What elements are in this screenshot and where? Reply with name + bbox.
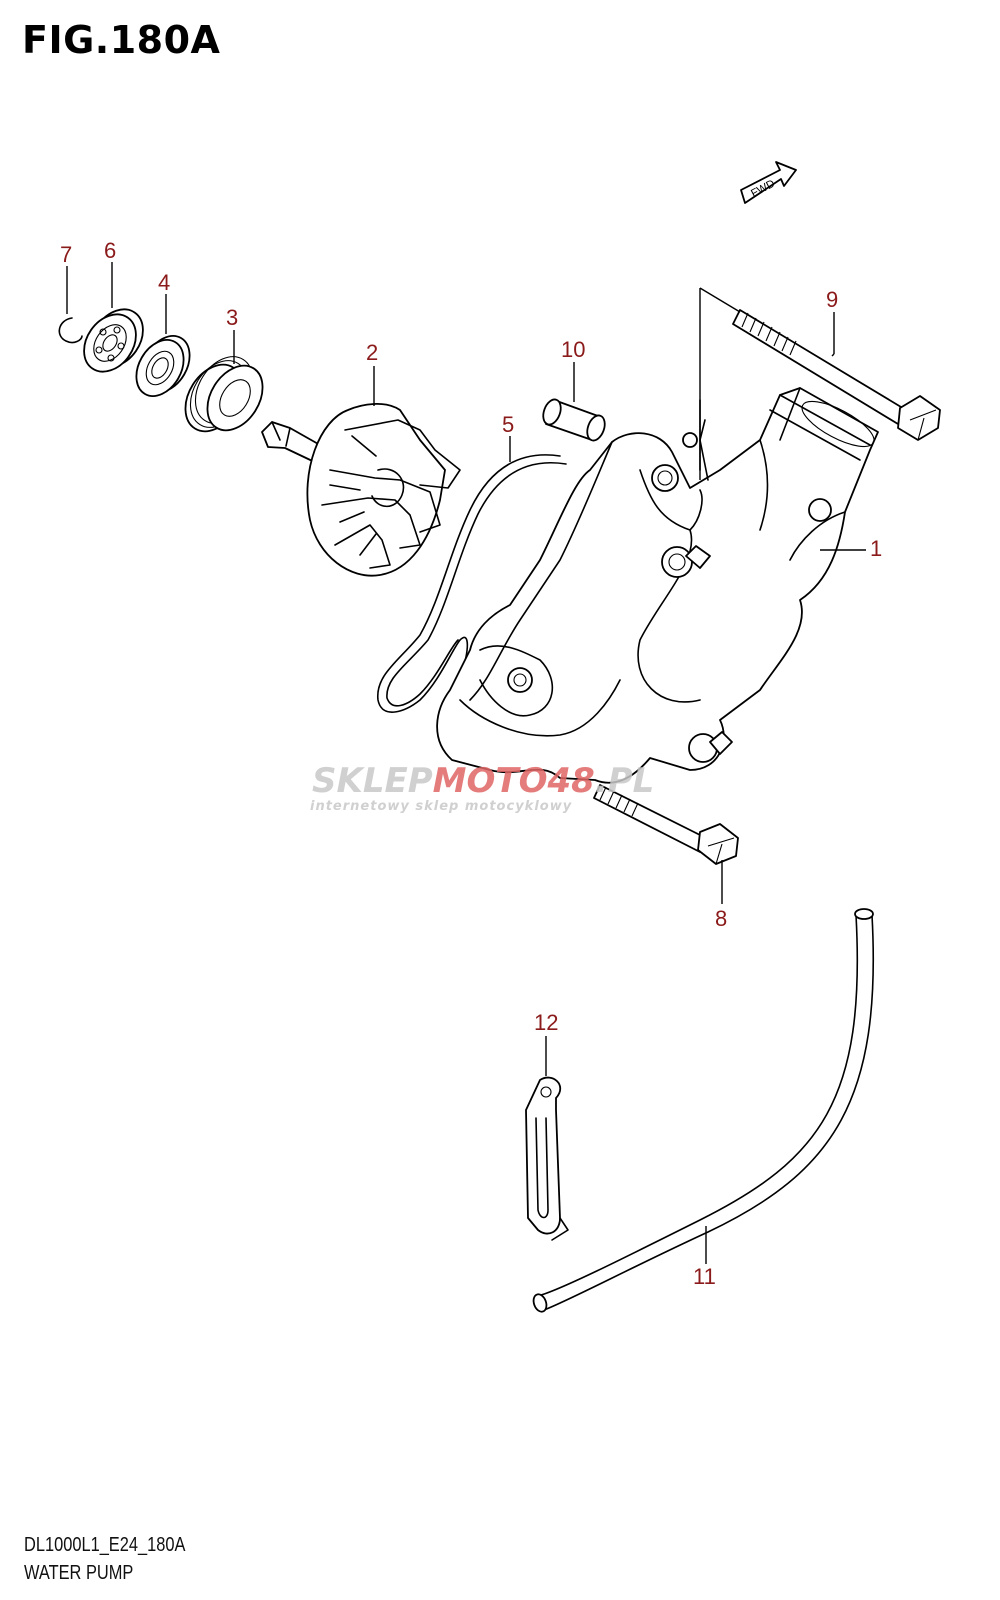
callout-12: 12 bbox=[534, 1010, 558, 1035]
callout-10: 10 bbox=[561, 337, 585, 362]
watermark-brand-part1: SKLEP bbox=[312, 761, 433, 801]
callout-9: 9 bbox=[826, 287, 838, 312]
water-pump-cover-part-1 bbox=[436, 387, 879, 784]
mechanical-seal-part-3 bbox=[184, 356, 264, 433]
section-name: WATER PUMP bbox=[24, 1562, 134, 1584]
callout-1: 1 bbox=[870, 536, 882, 561]
forward-arrow-icon: FWD bbox=[740, 161, 797, 204]
seal-part-4 bbox=[135, 335, 191, 397]
bolt-part-8 bbox=[593, 784, 739, 865]
model-code: DL1000L1_E24_180A bbox=[24, 1534, 186, 1556]
clamp-part-12 bbox=[525, 1076, 569, 1241]
watermark: SKLEPMOTO48.PL internetowy sklep motocyk… bbox=[310, 761, 654, 814]
impeller-part-2 bbox=[261, 403, 461, 577]
watermark-tagline: internetowy sklep motocyklowy bbox=[310, 799, 572, 814]
o-ring-part-5 bbox=[377, 454, 567, 713]
hose-part-11 bbox=[532, 908, 875, 1313]
callout-7: 7 bbox=[60, 242, 72, 267]
callout-6: 6 bbox=[104, 238, 116, 263]
figure-title: FIG.180A bbox=[22, 18, 221, 62]
svg-text:SKLEPMOTO48.PL: SKLEPMOTO48.PL bbox=[312, 761, 654, 801]
callout-5: 5 bbox=[502, 412, 514, 437]
dowel-pin-part-10 bbox=[542, 398, 606, 442]
circlip-part-7 bbox=[58, 317, 83, 344]
bolt-part-9 bbox=[732, 309, 941, 441]
watermark-brand-part2: MOTO bbox=[433, 761, 548, 801]
forward-arrow-label: FWD bbox=[749, 178, 777, 200]
bearing-part-6 bbox=[83, 308, 144, 373]
watermark-brand-part3: 48 bbox=[547, 761, 595, 801]
leader-lines bbox=[66, 262, 866, 1264]
callout-8: 8 bbox=[715, 906, 727, 931]
callout-3: 3 bbox=[226, 305, 238, 330]
callout-4: 4 bbox=[158, 270, 170, 295]
callout-11: 11 bbox=[693, 1264, 716, 1289]
callout-2: 2 bbox=[366, 340, 378, 365]
watermark-brand-part4: .PL bbox=[595, 761, 655, 801]
